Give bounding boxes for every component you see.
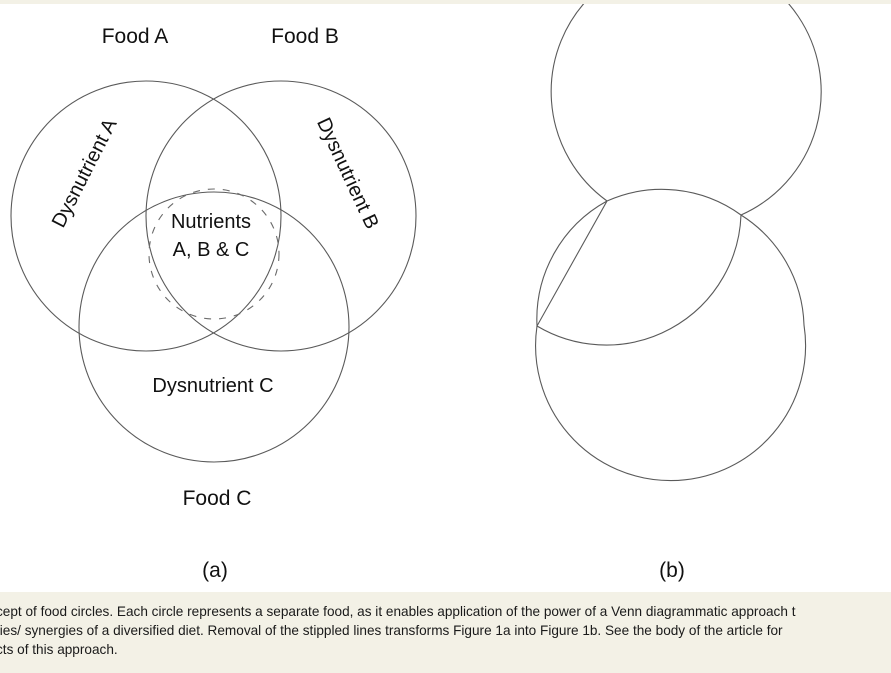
label-dysnutrient-a: Dysnutrient A xyxy=(48,115,122,232)
caption-line-2: ties/ synergies of a diversified diet. R… xyxy=(0,623,783,638)
label-nutrients-line1: Nutrients xyxy=(171,211,251,233)
stippled-nutrient-core xyxy=(148,188,280,320)
caption-line-1: cept of food circles. Each circle repres… xyxy=(0,604,796,619)
figure-caption: cept of food circles. Each circle repres… xyxy=(0,598,891,668)
circle-food-a xyxy=(10,80,282,352)
merged-venn-outline xyxy=(535,4,822,482)
panel-b-label: (b) xyxy=(659,559,685,582)
panel-a-label: (a) xyxy=(202,559,228,582)
venn-figure: Food A Food B Food C Dysnutrient A Dysnu… xyxy=(10,4,822,582)
label-dysnutrient-b: Dysnutrient B xyxy=(312,114,383,232)
circle-food-b xyxy=(145,80,417,352)
label-food-c: Food C xyxy=(183,487,252,510)
label-food-b: Food B xyxy=(271,25,339,48)
circle-food-c xyxy=(78,191,350,463)
figure-panel: Food A Food B Food C Dysnutrient A Dysnu… xyxy=(0,4,891,592)
label-dysnutrient-c: Dysnutrient C xyxy=(152,375,273,397)
panel-a: Food A Food B Food C Dysnutrient A Dysnu… xyxy=(10,25,417,582)
label-food-a: Food A xyxy=(102,25,169,48)
panel-b: (b) xyxy=(535,4,822,582)
label-nutrients-line2: A, B & C xyxy=(173,239,250,261)
caption-line-3: cts of this approach. xyxy=(0,642,118,657)
